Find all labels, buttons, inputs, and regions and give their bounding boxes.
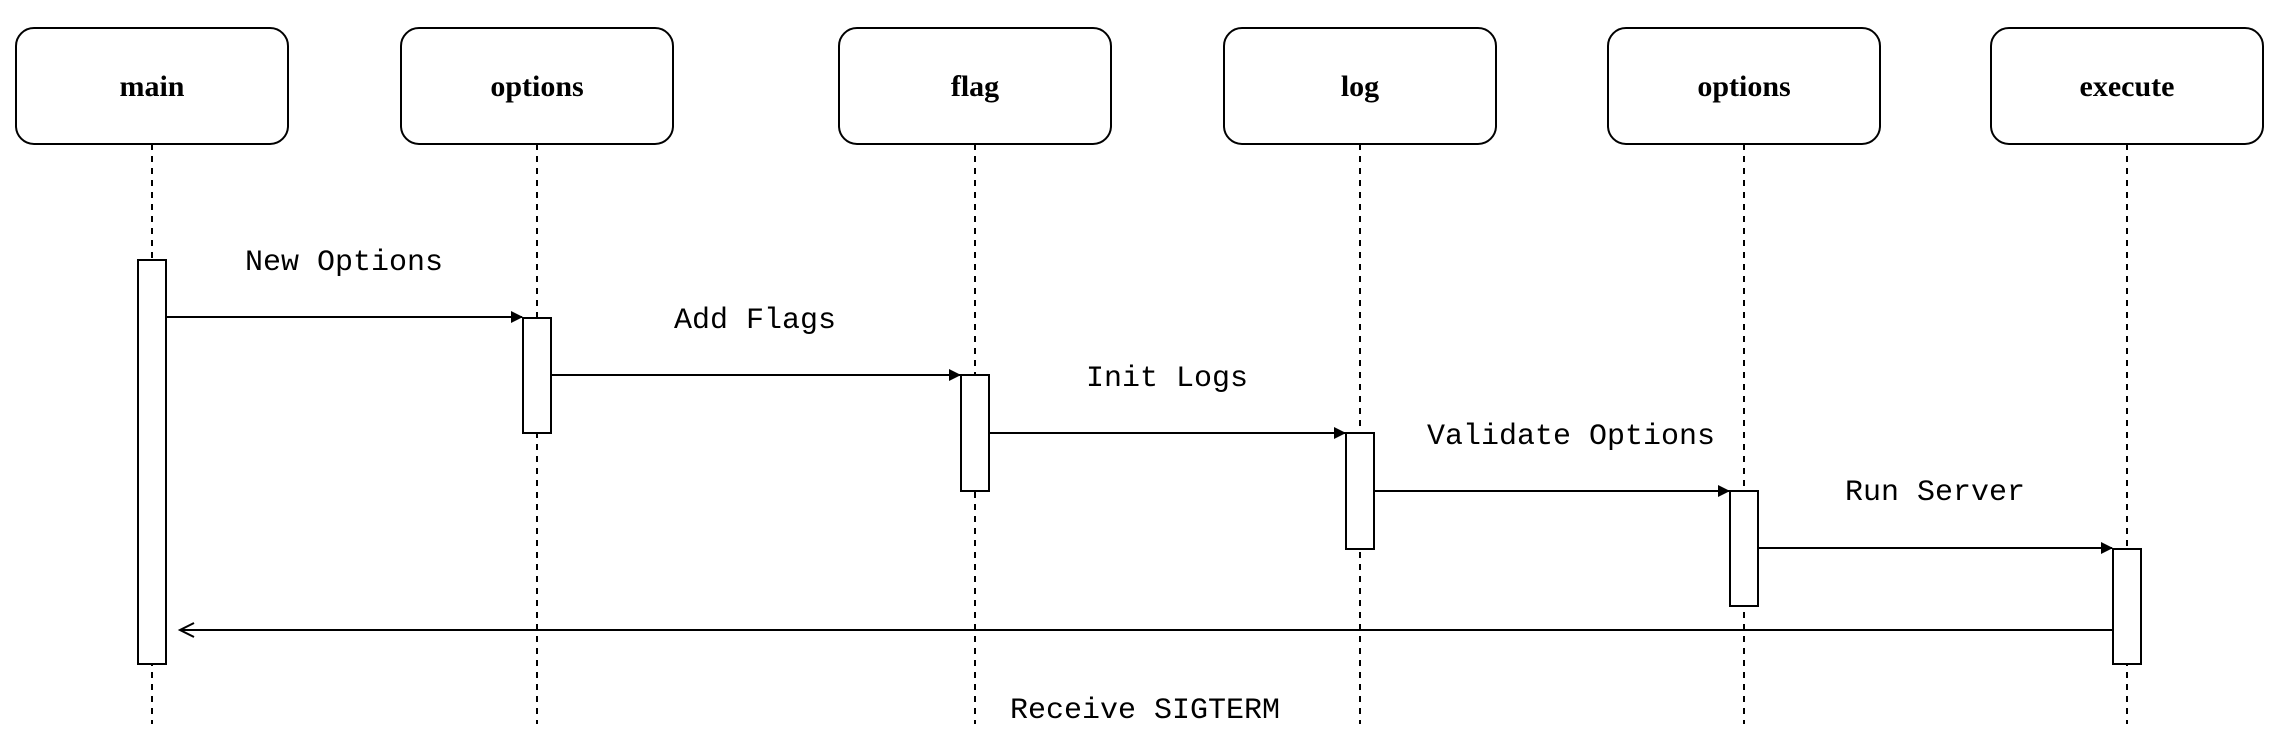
participant-flag: flag — [838, 27, 1112, 145]
activation-bar-execute — [2112, 548, 2142, 665]
participant-label: options — [1697, 70, 1790, 103]
message-label: Run Server — [1845, 476, 2025, 510]
participant-main: main — [15, 27, 289, 145]
participant-execute: execute — [1990, 27, 2264, 145]
participant-options2: options — [1607, 27, 1881, 145]
arrowhead-icon — [177, 622, 195, 638]
message-3: Init Logs — [989, 362, 1346, 439]
participant-box — [1990, 27, 2264, 145]
message-5: Run Server — [1758, 476, 2113, 554]
participant-label: main — [119, 70, 184, 103]
message-label: Receive SIGTERM — [1010, 694, 1280, 728]
activation-bars — [137, 259, 2142, 665]
participant-box — [838, 27, 1112, 145]
activation-bar-main — [137, 259, 167, 665]
message-label: New Options — [245, 246, 443, 280]
message-4: Validate Options — [1374, 420, 1730, 497]
participant-log: log — [1223, 27, 1497, 145]
activation-bar-flag — [960, 374, 990, 492]
participant-box — [400, 27, 674, 145]
participant-box — [1223, 27, 1497, 145]
participant-label: options — [490, 70, 583, 103]
participant-box — [15, 27, 289, 145]
message-label: Init Logs — [1086, 362, 1248, 396]
message-6: Receive SIGTERM — [177, 622, 2112, 728]
participant-box — [1607, 27, 1881, 145]
message-2: Add Flags — [551, 304, 961, 381]
activation-bar-options2 — [1729, 490, 1759, 607]
message-label: Validate Options — [1427, 420, 1715, 454]
participant-label: log — [1341, 70, 1379, 103]
message-1: New Options — [166, 246, 523, 323]
activation-bar-log — [1345, 432, 1375, 550]
participants: main options flag log options execute — [15, 27, 2264, 145]
participant-label: execute — [2080, 70, 2175, 103]
participant-options1: options — [400, 27, 674, 145]
message-label: Add Flags — [674, 304, 836, 338]
activation-bar-options1 — [522, 317, 552, 434]
participant-label: flag — [951, 70, 999, 103]
